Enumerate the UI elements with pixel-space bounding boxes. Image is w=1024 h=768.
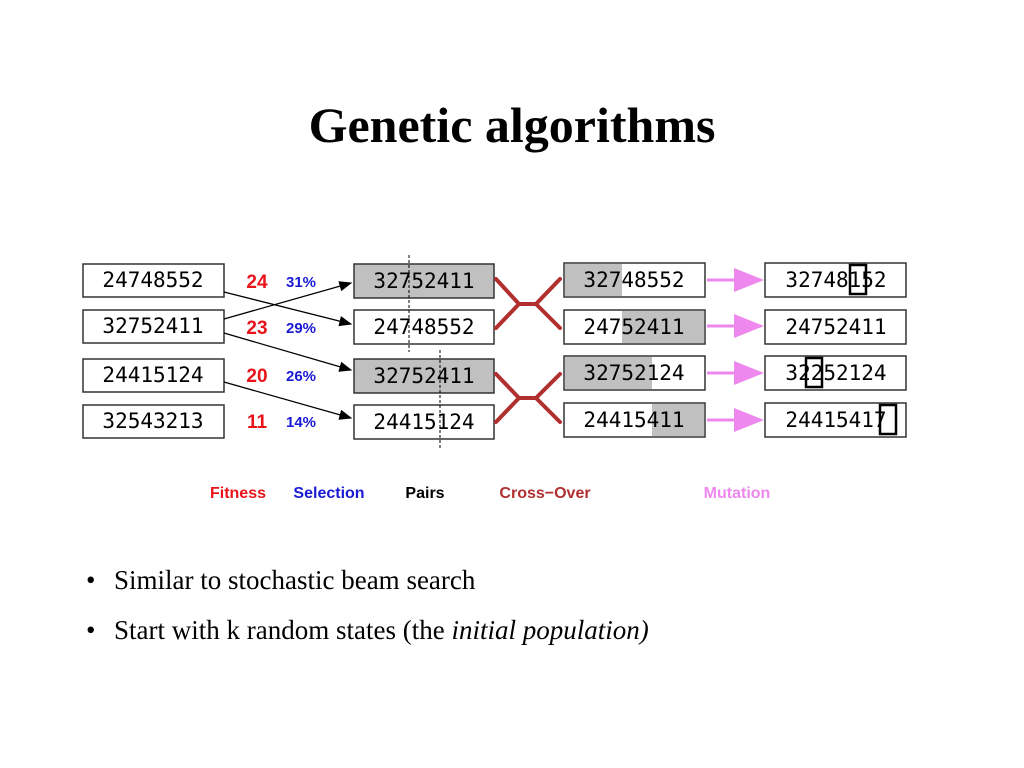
fitness-value: 23 — [246, 318, 267, 339]
mutated-box: 32748152 — [764, 262, 907, 298]
initial-state-box: 24415124 — [82, 358, 225, 393]
bullet-list: • Similar to stochastic beam search • St… — [86, 562, 649, 662]
initial-state-box: 32543213 — [82, 404, 225, 439]
initial-state-box: 24748552 — [82, 263, 225, 298]
offspring-box: 24752411 — [563, 309, 706, 345]
initial-state-box: 32752411 — [82, 309, 225, 344]
pairs-column: 32752411 24748552 32752411 24415124 — [353, 255, 495, 448]
crossover-connectors — [494, 277, 562, 424]
pair-box: 24415124 — [353, 404, 495, 440]
bullet-dot-icon: • — [86, 615, 96, 645]
fitness-value: 24 — [246, 272, 268, 293]
mutated-value: 24752411 — [785, 315, 886, 339]
selection-probability: 26% — [286, 368, 316, 385]
pair-value: 32752411 — [373, 269, 474, 293]
fitness-value: 20 — [246, 366, 267, 387]
fitness-column: 24 23 20 11 — [246, 272, 268, 433]
mutated-value: 24415417 — [785, 408, 886, 432]
mutation-highlight — [878, 403, 898, 436]
selection-label: Selection — [293, 485, 364, 502]
bullet-italic-text: initial population) — [451, 615, 649, 645]
mutation-label: Mutation — [704, 485, 771, 502]
offspring-value: 32752124 — [583, 361, 684, 385]
offspring-box: 24415411 — [563, 402, 706, 438]
selection-arrow — [223, 332, 353, 372]
stage-labels: Fitness Selection Pairs Cross−Over Mutat… — [210, 485, 770, 502]
selection-probability: 14% — [286, 414, 316, 431]
offspring-box: 32752124 — [563, 355, 706, 391]
mutated-box: 24415417 — [764, 402, 907, 438]
selection-probability: 31% — [286, 274, 316, 291]
initial-population-column: 24748552 32752411 24415124 32543213 — [82, 263, 225, 439]
crossover-connector — [494, 277, 522, 330]
mutation-highlight — [804, 356, 824, 389]
pair-box: 32752411 — [353, 263, 495, 299]
selection-arrow — [223, 281, 353, 320]
selection-probability: 29% — [286, 320, 316, 337]
offspring-value: 24752411 — [583, 315, 684, 339]
initial-state-value: 32752411 — [102, 314, 203, 338]
mutation-column: 32748152 24752411 32252124 24415417 — [764, 262, 907, 438]
crossover-connector — [533, 372, 562, 424]
pairs-label: Pairs — [405, 485, 444, 502]
mutated-box: 24752411 — [764, 309, 907, 345]
selection-column: 31% 29% 26% 14% — [286, 274, 316, 431]
mutated-value: 32748152 — [785, 268, 886, 292]
fitness-label: Fitness — [210, 485, 266, 502]
page-title: Genetic algorithms — [308, 97, 716, 153]
offspring-value: 32748552 — [583, 268, 684, 292]
initial-state-value: 24415124 — [102, 363, 203, 387]
bullet-text: Start with k random states (the — [114, 615, 452, 645]
pair-box: 32752411 — [353, 358, 495, 394]
mutation-highlight — [848, 263, 868, 296]
offspring-box: 32748552 — [563, 262, 706, 298]
pair-box: 24748552 — [353, 309, 495, 345]
offspring-value: 24415411 — [583, 408, 684, 432]
selection-arrow — [223, 291, 353, 327]
pair-value: 24415124 — [373, 410, 474, 434]
bullet-text: Similar to stochastic beam search — [114, 565, 476, 595]
mutation-arrows — [707, 268, 764, 432]
bullet-item: • Similar to stochastic beam search — [86, 562, 649, 612]
selection-arrows — [223, 281, 353, 420]
mutated-value: 32252124 — [785, 361, 886, 385]
fitness-value: 11 — [247, 412, 268, 433]
pair-value: 32752411 — [373, 364, 474, 388]
selection-arrow — [223, 381, 353, 420]
crossover-connector — [533, 277, 562, 330]
pair-value: 24748552 — [373, 315, 474, 339]
crossover-connector — [494, 372, 522, 424]
initial-state-value: 24748552 — [102, 268, 203, 292]
mutated-box: 32252124 — [764, 355, 907, 391]
crossover-label: Cross−Over — [499, 485, 590, 502]
crossover-column: 32748552 24752411 32752124 24415411 — [563, 262, 706, 438]
bullet-item: • Start with k random states (the initia… — [86, 612, 649, 662]
initial-state-value: 32543213 — [102, 409, 203, 433]
bullet-dot-icon: • — [86, 565, 96, 595]
